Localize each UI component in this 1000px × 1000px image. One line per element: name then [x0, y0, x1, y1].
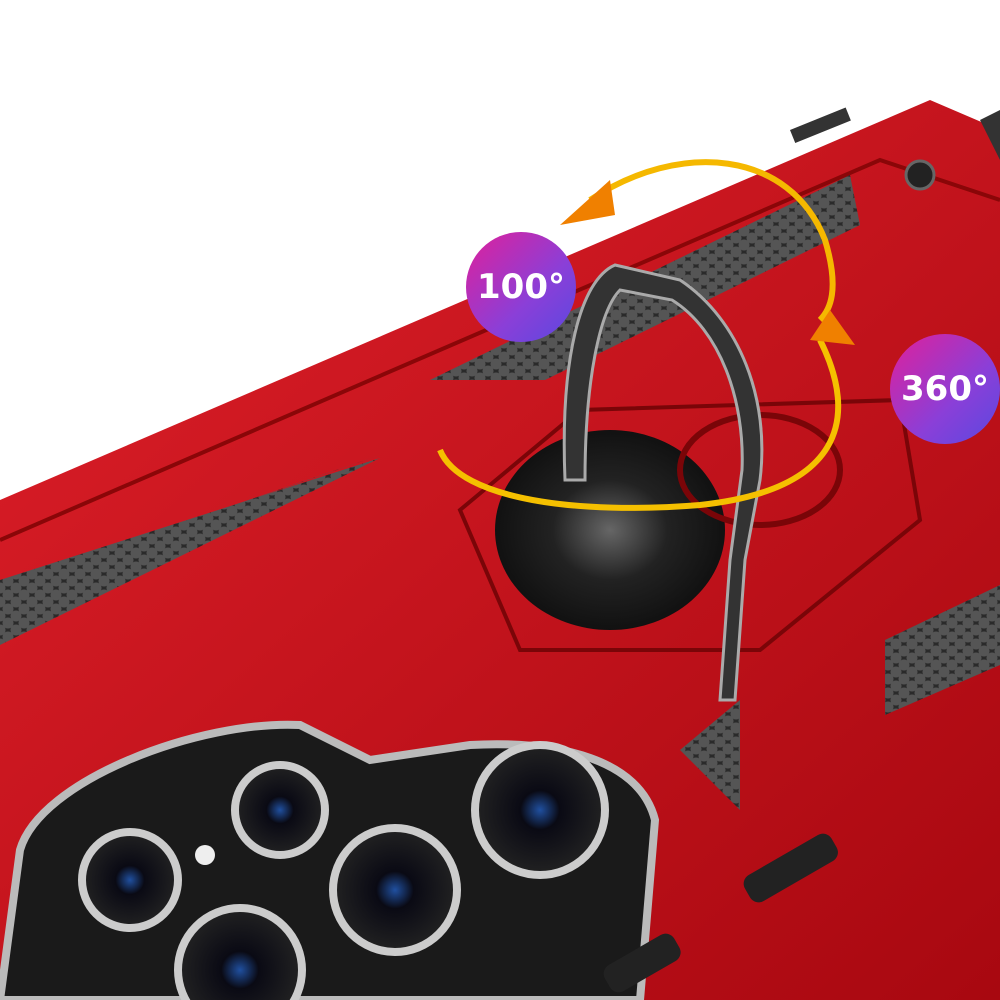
rotation-arrow-icon — [437, 159, 855, 511]
rotation-100-badge: 100° — [466, 232, 576, 342]
grip-strip — [680, 700, 740, 810]
camera-lens — [231, 761, 329, 859]
camera-lens — [471, 741, 609, 879]
ring-holder-disc — [495, 430, 725, 630]
grip-strip — [885, 585, 1000, 715]
rotation-360-badge: 360° — [890, 334, 1000, 444]
ring-holder — [562, 263, 764, 702]
camera-lens — [329, 824, 461, 956]
camera-lens — [174, 904, 306, 1000]
rotation-100-label: 100° — [477, 267, 565, 307]
flash — [195, 845, 215, 865]
rotation-360-label: 360° — [901, 369, 989, 409]
camera-lens — [78, 828, 182, 932]
